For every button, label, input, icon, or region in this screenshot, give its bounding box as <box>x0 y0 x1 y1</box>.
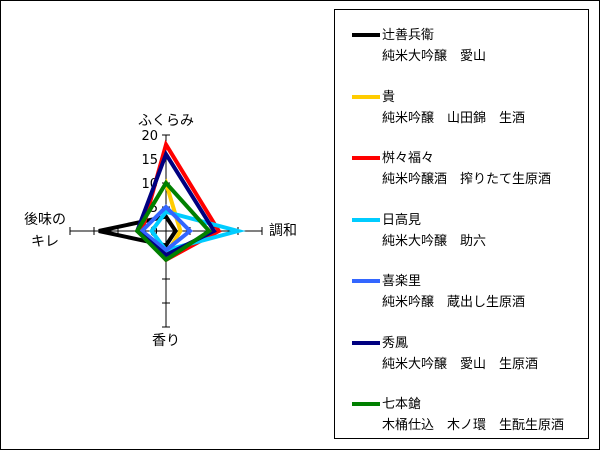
legend-series-name: 秀鳳 <box>382 335 409 351</box>
legend-item: 秀鳳純米大吟醸 愛山 生原酒 <box>335 330 588 384</box>
legend-series-detail: 純米大吟醸 愛山 生原酒 <box>382 356 539 372</box>
axis-label-left-line2: キレ <box>31 234 59 250</box>
axis-label-right: 調和 <box>269 223 297 239</box>
legend-series-name: 貴 <box>382 89 396 105</box>
axis-label-top: ふくらみ <box>138 113 194 129</box>
legend-swatch <box>352 217 380 222</box>
legend-swatch <box>352 33 380 37</box>
axis-label-bottom: 香り <box>152 333 180 349</box>
legend-item: 七本鎗木桶仕込 木ノ環 生酛生原酒 <box>335 391 588 445</box>
series-polygon-4 <box>139 204 193 253</box>
tick-label: 20 <box>141 129 158 144</box>
legend-series-name: 喜楽里 <box>382 274 422 289</box>
legend-series-detail: 純米吟醸 山田錦 生酒 <box>382 110 526 126</box>
legend-series-name: 桝々福々 <box>382 151 435 166</box>
legend-item: 喜楽里純米吟醸 蔵出し生原酒 <box>335 268 588 322</box>
legend-swatch <box>352 94 380 99</box>
legend-item: 日高見純米大吟醸 助六 <box>335 207 588 261</box>
radar-labels: ふくらみ 調和 香り 後味の キレ <box>24 113 297 349</box>
legend-series-detail: 純米吟醸 蔵出し生原酒 <box>382 295 526 310</box>
legend-swatch <box>352 340 380 345</box>
legend-series-name: 七本鎗 <box>382 397 422 412</box>
legend-series-name: 日高見 <box>382 212 422 228</box>
axis-label-left-line1: 後味の <box>24 212 66 228</box>
legend-series-name: 辻善兵衛 <box>382 28 435 43</box>
legend-swatch <box>352 279 380 283</box>
legend-swatch <box>352 402 380 406</box>
legend-series-detail: 純米大吟醸 助六 <box>382 233 487 249</box>
series-polygon-5 <box>134 149 217 258</box>
radar-series <box>98 139 246 263</box>
series-polygon-0 <box>98 214 179 248</box>
legend-item: 桝々福々純米吟醸酒 搾りたて生原酒 <box>335 145 588 199</box>
legend-series-detail: 純米吟醸酒 搾りたて生原酒 <box>382 172 552 187</box>
legend-item: 貴純米吟醸 山田錦 生酒 <box>335 84 588 138</box>
legend-series-detail: 木桶仕込 木ノ環 生酛生原酒 <box>382 418 565 433</box>
tick-label: 15 <box>141 153 158 168</box>
legend: 辻善兵衛純米大吟醸 愛山貴純米吟醸 山田錦 生酒桝々福々純米吟醸酒 搾りたて生原… <box>334 9 589 439</box>
tick-label: 5 <box>150 201 158 216</box>
legend-series-detail: 純米大吟醸 愛山 <box>382 49 487 64</box>
series-polygon-6 <box>134 179 213 263</box>
legend-item: 辻善兵衛純米大吟醸 愛山 <box>335 22 588 76</box>
legend-swatch <box>352 156 380 160</box>
